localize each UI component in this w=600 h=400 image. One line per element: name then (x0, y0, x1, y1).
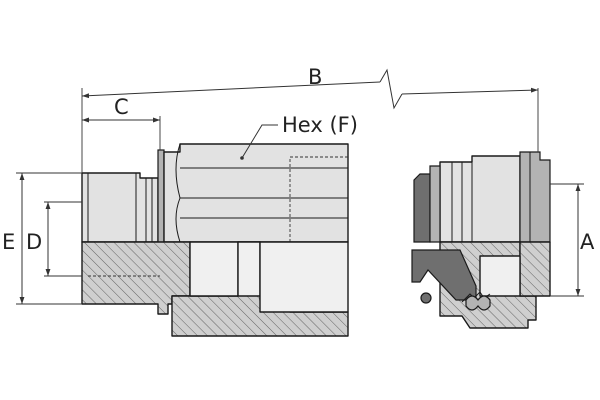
collet-jaw (411, 249, 477, 301)
threaded-stub (81, 172, 159, 243)
nut-lower-section (519, 241, 551, 297)
inner-bore (189, 241, 239, 297)
retaining-spring (461, 291, 491, 311)
hex-body (163, 143, 349, 243)
label-b: B (308, 65, 322, 89)
o-ring-seal (420, 292, 432, 304)
hidden-bore-outline (289, 156, 348, 242)
inner-bore-step (237, 241, 261, 297)
push-to-connect-fitting (411, 151, 551, 329)
groove-ring (157, 149, 165, 243)
label-c: C (114, 95, 129, 119)
hex-leader (241, 124, 278, 159)
collar-flange (429, 165, 441, 243)
dim-b-break (379, 68, 403, 110)
socket-bore (259, 241, 349, 313)
port-bore (479, 255, 521, 297)
male-adapter-fitting (81, 143, 349, 337)
release-collar (413, 173, 431, 243)
label-hex: Hex (F) (282, 113, 358, 137)
hex-corner-curve-2 (175, 197, 181, 243)
dim-b-line-left (81, 81, 381, 99)
hex-corner-curve (175, 143, 181, 199)
label-e: E (2, 230, 15, 254)
thread-lines (87, 173, 153, 242)
dimension-lines (16, 68, 584, 305)
label-d: D (26, 230, 42, 254)
nut-ring (519, 151, 551, 243)
label-a: A (580, 230, 595, 254)
dim-b-line-right (401, 87, 539, 95)
